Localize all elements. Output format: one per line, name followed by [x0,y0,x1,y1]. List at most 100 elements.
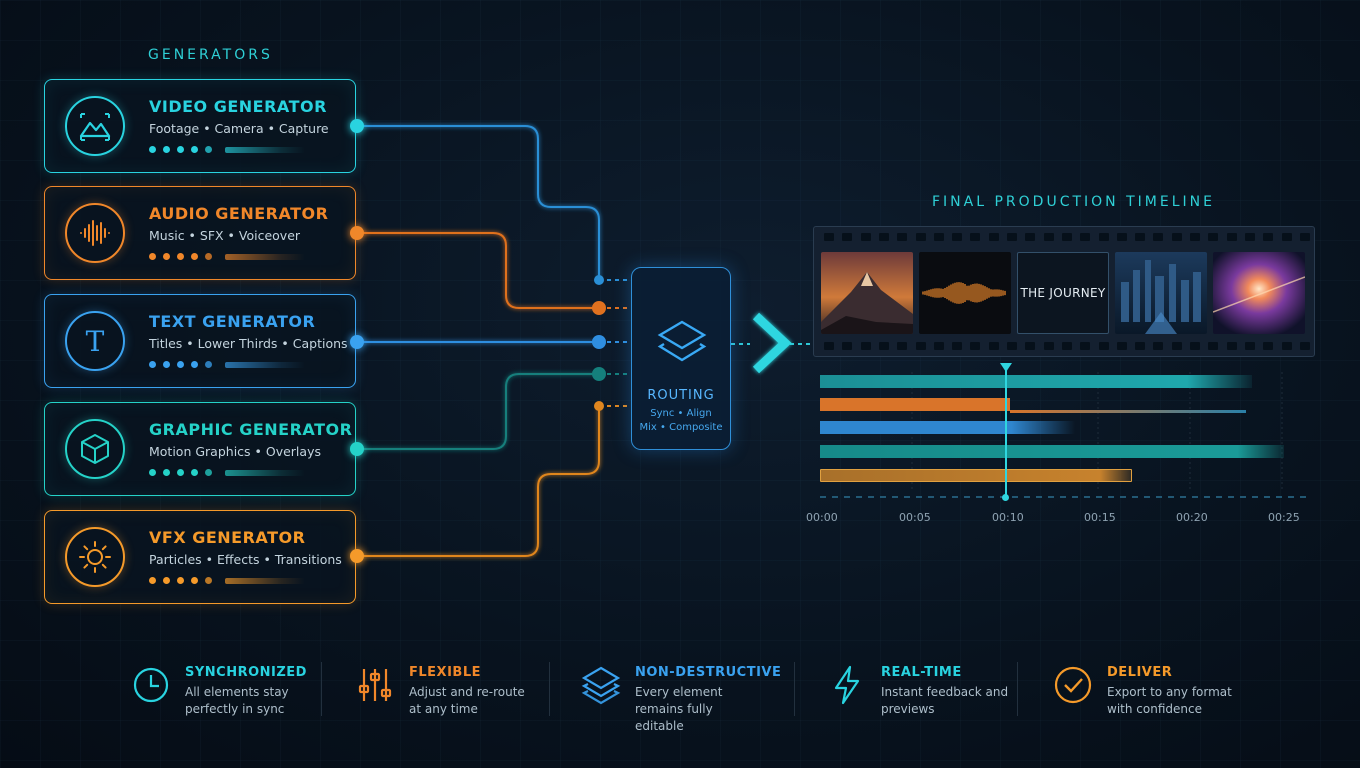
sprocket-hole [1153,233,1164,241]
generator-subtitle: Footage • Camera • Capture [149,121,329,136]
generator-status-dots [149,577,305,584]
sprocket-hole [1098,342,1109,350]
sprocket-hole [842,342,853,350]
sprocket-hole [1263,233,1274,241]
generator-subtitle: Titles • Lower Thirds • Captions [149,336,348,351]
sprocket-hole [1244,233,1255,241]
sprocket-hole [1299,233,1310,241]
graphic-connector [357,373,599,450]
sprocket-hole [1098,233,1109,241]
generator-output-port[interactable] [350,549,364,563]
track-text[interactable] [820,421,1075,434]
output-arrow [752,312,792,374]
sprocket-hole [1025,233,1036,241]
sprocket-hole [897,233,908,241]
mountain-image-icon [65,96,125,156]
track-graphic[interactable] [820,445,1284,458]
time-tick-label: 00:10 [992,511,1024,524]
filmstrip: THE JOURNEY [813,226,1315,357]
layers-icon [657,320,707,362]
sprocket-hole [1171,342,1182,350]
generator-subtitle: Motion Graphics • Overlays [149,444,321,459]
frame-nebula[interactable] [1213,252,1305,334]
sprocket-hole [1061,342,1072,350]
track-audio[interactable] [820,398,1010,411]
sprocket-hole [860,342,871,350]
sprocket-hole [878,342,889,350]
feature-description: Instant feedback and previews [881,685,1009,716]
generator-card-text[interactable]: T TEXT GENERATOR Titles • Lower Thirds •… [44,294,356,388]
video-connector [357,125,600,280]
sprocket-hole [915,342,926,350]
frame-audio-wave[interactable] [919,252,1011,334]
generator-title: TEXT GENERATOR [149,312,316,331]
router-line2: Mix • Composite [639,422,723,433]
feature-title: NON-DESTRUCTIVE [635,665,782,680]
time-tick-label: 00:25 [1268,511,1300,524]
generator-status-dots [149,146,305,153]
sprocket-hole [1135,342,1146,350]
sprocket-hole [824,233,834,241]
feature-title: DELIVER [1107,665,1173,680]
sprocket-hole [1116,233,1127,241]
sprocket-hole [915,233,926,241]
feature-divider [794,662,795,716]
sprocket-hole [860,233,871,241]
sprocket-hole [1116,342,1127,350]
generator-title: VIDEO GENERATOR [149,97,327,116]
sprocket-hole [1135,233,1146,241]
clock-icon [130,664,172,706]
playhead[interactable] [1005,366,1007,498]
frame-city[interactable] [1115,252,1207,334]
frame-title-card[interactable]: THE JOURNEY [1017,252,1109,334]
sprocket-hole [1007,233,1017,241]
svg-text:T: T [86,325,105,358]
generator-status-dots [149,361,305,368]
time-tick-label: 00:05 [899,511,931,524]
track-vfx[interactable] [820,469,1132,482]
generator-output-port[interactable] [350,335,364,349]
feature-title: REAL-TIME [881,665,962,680]
sprocket-hole [897,342,908,350]
feature-description: Adjust and re-route at any time [409,685,525,716]
feature-title: FLEXIBLE [409,665,481,680]
track-audio-tail [1010,410,1246,413]
generator-output-port[interactable] [350,226,364,240]
generator-title: AUDIO GENERATOR [149,204,329,223]
routing-node[interactable]: ROUTING Sync • Align Mix • Composite [631,267,731,450]
generator-card-video[interactable]: VIDEO GENERATOR Footage • Camera • Captu… [44,79,356,173]
cube-icon [65,419,125,479]
generator-title: GRAPHIC GENERATOR [149,420,353,439]
sprocket-hole [988,342,999,350]
frame-mountain[interactable] [821,252,913,334]
time-tick-label: 00:15 [1084,511,1116,524]
generator-card-vfx[interactable]: VFX GENERATOR Particles • Effects • Tran… [44,510,356,604]
sprocket-hole [1080,233,1091,241]
sprocket-hole [1281,342,1292,350]
time-tick-label: 00:00 [806,511,838,524]
title-card-text: THE JOURNEY [1020,286,1106,300]
sprocket-hole [1025,342,1036,350]
audio-connector [357,232,599,309]
sprocket-hole [824,342,834,350]
sprocket-hole [1080,342,1091,350]
track-video[interactable] [820,375,1252,388]
sprocket-hole [1043,342,1054,350]
feature-title: SYNCHRONIZED [185,665,307,680]
generator-status-dots [149,469,305,476]
generator-output-port[interactable] [350,119,364,133]
generator-output-port[interactable] [350,442,364,456]
timeline-heading: FINAL PRODUCTION TIMELINE [932,194,1215,210]
playhead-handle[interactable] [1000,363,1012,372]
feature-divider [321,662,322,716]
sprocket-hole [970,233,981,241]
sprocket-hole [988,233,999,241]
generator-card-audio[interactable]: AUDIO GENERATOR Music • SFX • Voiceover [44,186,356,280]
sprocket-hole [1153,342,1164,350]
generator-status-dots [149,253,305,260]
lightning-icon [826,664,868,706]
sprocket-hole [933,233,944,241]
sprocket-hole [1190,233,1200,241]
generator-card-graphic[interactable]: GRAPHIC GENERATOR Motion Graphics • Over… [44,402,356,496]
